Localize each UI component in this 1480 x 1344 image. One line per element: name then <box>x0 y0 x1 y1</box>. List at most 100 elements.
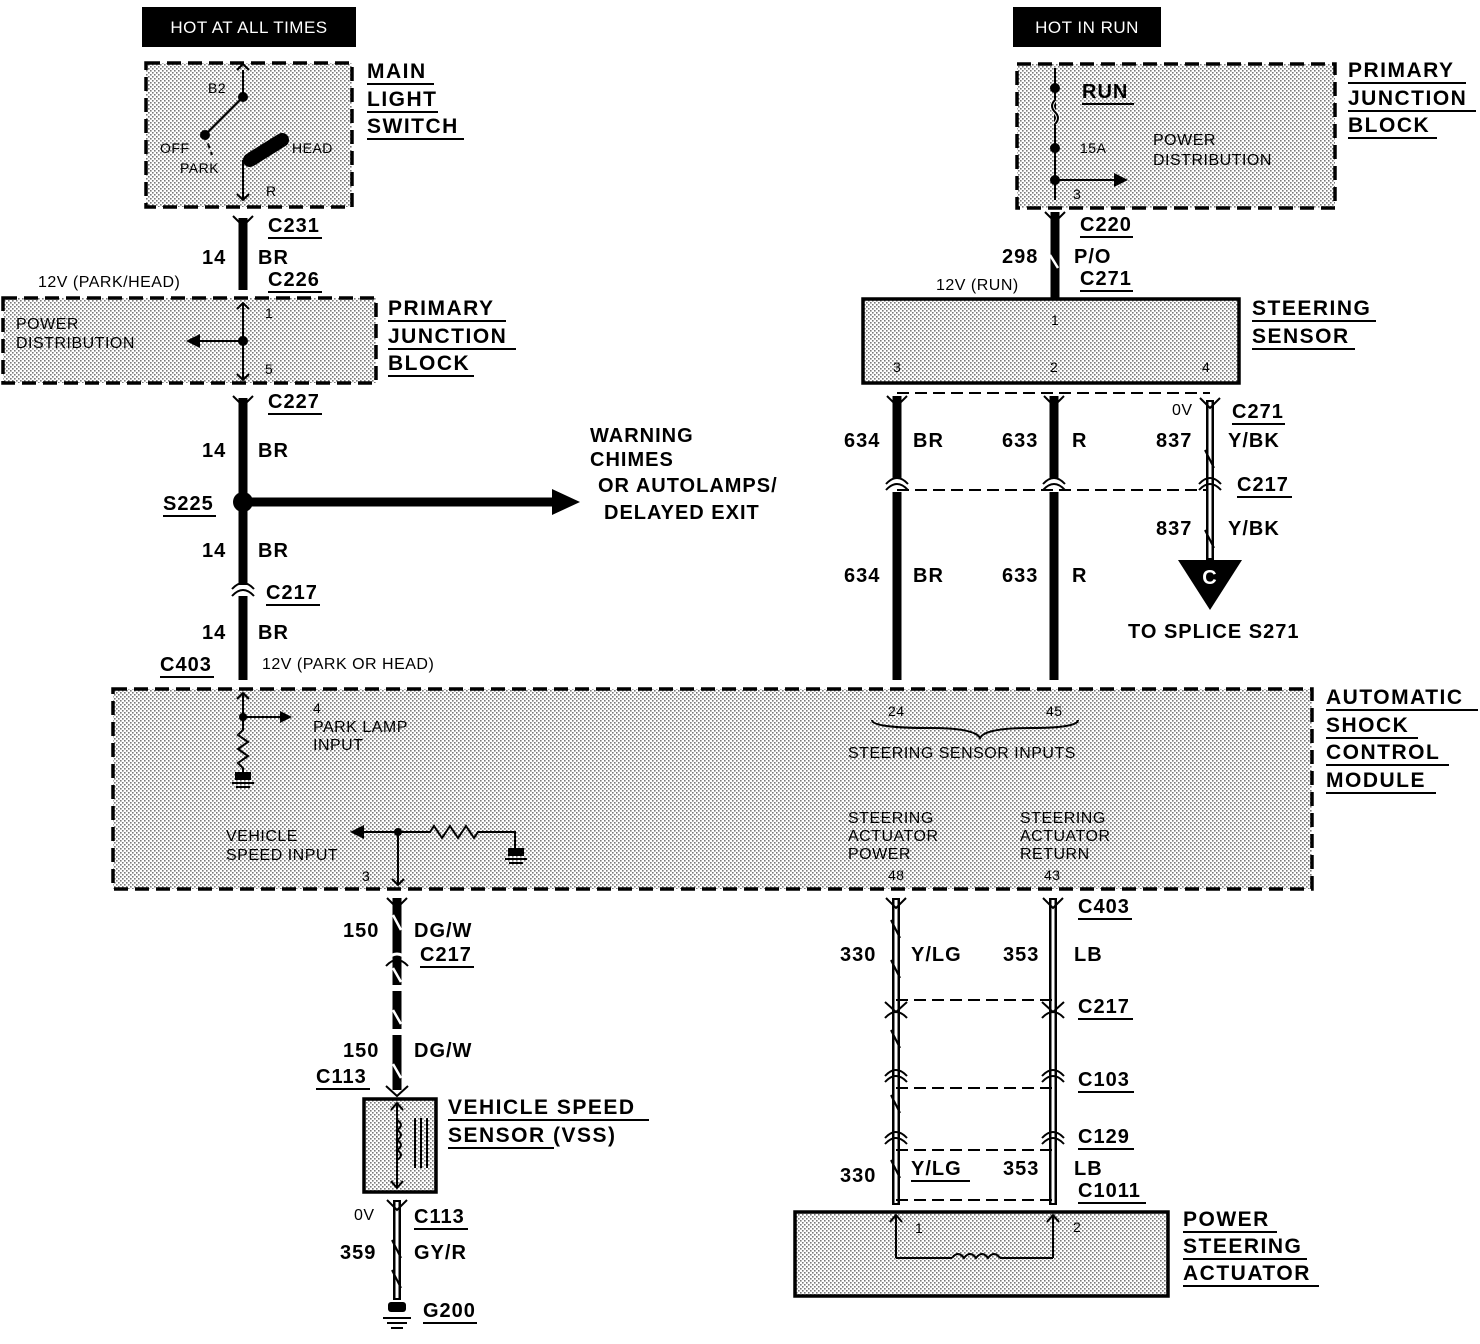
svg-text:C129: C129 <box>1078 1126 1130 1148</box>
svg-text:CHIMES: CHIMES <box>590 449 674 471</box>
svg-text:ACTUATOR: ACTUATOR <box>1020 828 1111 845</box>
svg-text:14: 14 <box>202 622 226 644</box>
primary-junction-block-left: POWER DISTRIBUTION 1 5 <box>1 296 378 385</box>
svg-text:SENSOR (VSS): SENSOR (VSS) <box>448 1124 617 1147</box>
svg-text:14: 14 <box>202 440 226 462</box>
svg-text:24: 24 <box>888 703 905 719</box>
svg-text:DG/W: DG/W <box>414 1040 472 1062</box>
svg-text:MODULE: MODULE <box>1326 769 1426 792</box>
steering-sensor-wire-labels: 634 BR 633 R 0V C271 837 Y/BK C217 837 Y… <box>844 401 1299 643</box>
run-feed-wire: C220 298 P/O 12V (RUN) C271 <box>936 211 1133 300</box>
svg-text:C271: C271 <box>1080 268 1132 290</box>
svg-text:S225: S225 <box>163 493 214 515</box>
svg-text:C217: C217 <box>1237 474 1289 496</box>
svg-text:Y/BK: Y/BK <box>1228 430 1280 452</box>
svg-text:PRIMARY: PRIMARY <box>1348 59 1455 82</box>
svg-text:VEHICLE: VEHICLE <box>226 828 298 845</box>
svg-text:BR: BR <box>913 430 944 452</box>
svg-text:RETURN: RETURN <box>1020 846 1090 863</box>
hot-in-run-tag: HOT IN RUN <box>1013 7 1161 47</box>
svg-text:Y/LG: Y/LG <box>911 1158 962 1180</box>
svg-text:HOT AT ALL TIMES: HOT AT ALL TIMES <box>170 18 327 37</box>
svg-text:14: 14 <box>202 247 226 269</box>
svg-text:WARNING: WARNING <box>590 425 694 447</box>
svg-text:45: 45 <box>1046 703 1063 719</box>
svg-text:ACTUATOR: ACTUATOR <box>848 828 939 845</box>
svg-text:G200: G200 <box>423 1300 476 1322</box>
svg-text:353: 353 <box>1003 944 1039 966</box>
svg-text:2: 2 <box>1073 1219 1081 1235</box>
svg-text:C217: C217 <box>1078 996 1130 1018</box>
svg-text:3: 3 <box>893 359 901 375</box>
svg-text:BR: BR <box>258 247 289 269</box>
svg-text:LB: LB <box>1074 1158 1103 1180</box>
power-steering-actuator-title: POWER STEERING ACTUATOR <box>1183 1208 1319 1287</box>
svg-text:R: R <box>266 183 277 199</box>
svg-text:C1011: C1011 <box>1078 1180 1141 1202</box>
main-light-switch-title: MAIN LIGHT SWITCH <box>367 60 464 140</box>
svg-text:TO SPLICE S271: TO SPLICE S271 <box>1128 621 1299 643</box>
svg-text:634: 634 <box>844 430 880 452</box>
svg-text:15A: 15A <box>1080 140 1107 156</box>
primary-junction-block-left-title: PRIMARY JUNCTION BLOCK <box>388 297 516 377</box>
svg-text:C217: C217 <box>266 582 318 604</box>
svg-text:R: R <box>1072 565 1087 587</box>
svg-text:MAIN: MAIN <box>367 60 427 83</box>
vehicle-speed-sensor <box>362 1097 438 1194</box>
svg-text:837: 837 <box>1156 430 1192 452</box>
svg-text:4: 4 <box>313 700 321 716</box>
svg-text:1: 1 <box>915 1220 923 1236</box>
svg-text:BLOCK: BLOCK <box>1348 114 1430 137</box>
svg-text:C113: C113 <box>316 1066 367 1088</box>
svg-text:PARK LAMP: PARK LAMP <box>313 719 408 736</box>
svg-text:C: C <box>1202 567 1217 589</box>
svg-text:B2: B2 <box>208 80 226 96</box>
automatic-shock-control-module-title: AUTOMATIC SHOCK CONTROL MODULE <box>1326 686 1478 794</box>
svg-text:0V: 0V <box>1172 402 1193 419</box>
svg-text:1: 1 <box>265 305 273 321</box>
actuator-circuit-labels: C403 330 Y/LG 353 LB C217 C103 C129 330 … <box>840 896 1146 1204</box>
svg-text:BR: BR <box>258 622 289 644</box>
svg-text:POWER: POWER <box>1183 1208 1270 1231</box>
svg-text:SPEED INPUT: SPEED INPUT <box>226 847 338 864</box>
svg-text:C231: C231 <box>268 215 320 237</box>
svg-text:HEAD: HEAD <box>292 140 333 156</box>
svg-text:C220: C220 <box>1080 214 1132 236</box>
svg-text:POWER: POWER <box>16 316 79 333</box>
svg-text:330: 330 <box>840 944 876 966</box>
svg-text:48: 48 <box>888 867 905 883</box>
svg-text:GY/R: GY/R <box>414 1242 467 1264</box>
svg-text:14: 14 <box>202 540 226 562</box>
svg-text:DELAYED EXIT: DELAYED EXIT <box>604 502 760 524</box>
svg-text:HOT IN RUN: HOT IN RUN <box>1035 18 1139 37</box>
svg-text:C271: C271 <box>1232 401 1284 423</box>
hot-at-all-times-tag: HOT AT ALL TIMES <box>142 7 356 47</box>
svg-text:DISTRIBUTION: DISTRIBUTION <box>16 335 135 352</box>
splice-s225-dot <box>233 492 253 512</box>
svg-text:DISTRIBUTION: DISTRIBUTION <box>1153 152 1272 169</box>
svg-text:Y/LG: Y/LG <box>911 944 962 966</box>
vss-circuit-wires <box>383 897 411 1329</box>
svg-text:CONTROL: CONTROL <box>1326 741 1440 764</box>
svg-text:SHOCK: SHOCK <box>1326 714 1409 737</box>
svg-text:633: 633 <box>1002 565 1038 587</box>
svg-text:JUNCTION: JUNCTION <box>388 325 507 348</box>
svg-text:2: 2 <box>1050 359 1058 375</box>
svg-text:C403: C403 <box>160 654 212 676</box>
svg-text:BLOCK: BLOCK <box>388 352 470 375</box>
svg-text:JUNCTION: JUNCTION <box>1348 87 1467 110</box>
svg-text:R: R <box>1072 430 1087 452</box>
svg-text:POWER: POWER <box>848 846 911 863</box>
svg-text:353: 353 <box>1003 1158 1039 1180</box>
svg-text:12V (PARK/HEAD): 12V (PARK/HEAD) <box>38 274 180 291</box>
main-light-switch: B2 OFF PARK HEAD R <box>144 61 354 209</box>
steering-sensor-wires: C <box>885 392 1242 680</box>
svg-text:BR: BR <box>258 440 289 462</box>
svg-text:DG/W: DG/W <box>414 920 472 942</box>
power-steering-actuator: 1 2 <box>793 1210 1170 1298</box>
svg-text:C403: C403 <box>1078 896 1130 918</box>
svg-text:837: 837 <box>1156 518 1192 540</box>
svg-text:Y/BK: Y/BK <box>1228 518 1280 540</box>
svg-text:359: 359 <box>340 1242 376 1264</box>
